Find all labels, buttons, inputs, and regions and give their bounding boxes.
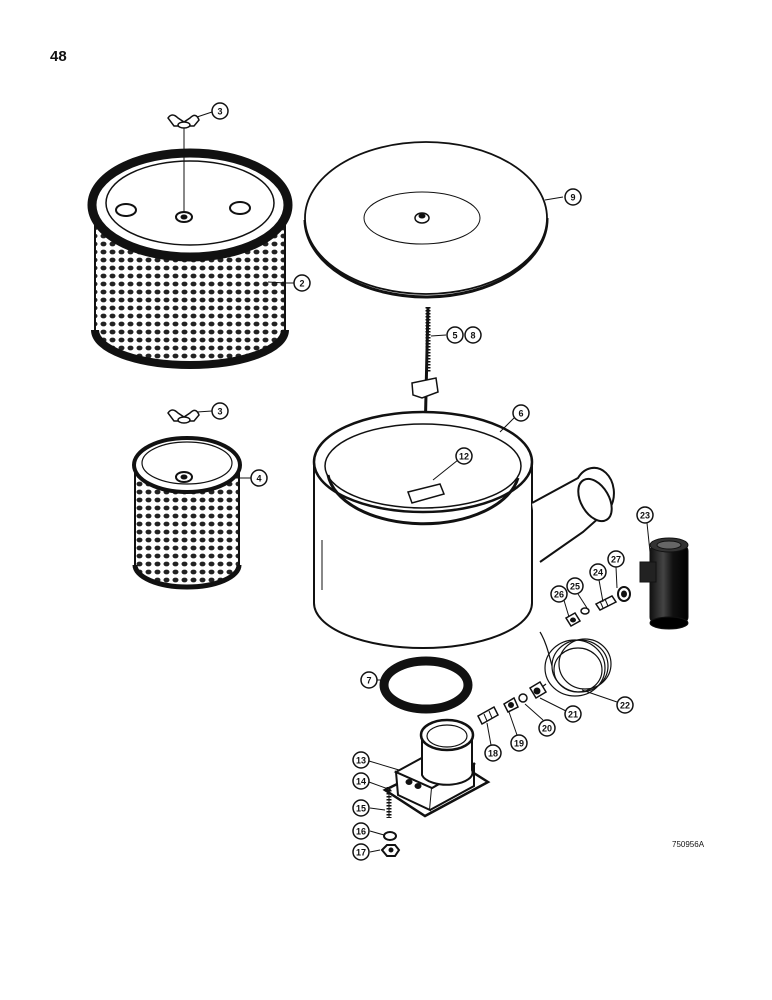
- callout-14: 14: [352, 772, 370, 790]
- callout-15-label: 15: [356, 804, 366, 814]
- callout-3-lower: 3: [211, 402, 229, 420]
- callout-5: 5: [446, 326, 464, 344]
- fitting-18: [477, 705, 499, 726]
- callout-19: 19: [510, 734, 528, 752]
- callout-20: 20: [538, 719, 556, 737]
- callout-25: 25: [566, 577, 584, 595]
- outer-filter-element: [87, 127, 293, 369]
- fitting-19: [503, 696, 519, 714]
- air-cleaner-body: [312, 410, 615, 649]
- wing-nut-lower: [167, 409, 200, 424]
- callout-20-label: 20: [542, 724, 552, 734]
- leader-lines: [196, 111, 651, 853]
- callout-2-label: 2: [299, 279, 304, 289]
- callout-8: 8: [464, 326, 482, 344]
- callout-13-label: 13: [356, 756, 366, 766]
- callout-19-label: 19: [514, 739, 524, 749]
- callout-5-label: 5: [452, 331, 457, 341]
- fitting-25: [580, 607, 590, 615]
- callout-7: 7: [360, 671, 378, 689]
- callout-13: 13: [352, 751, 370, 769]
- callout-17-label: 17: [356, 848, 366, 858]
- callout-3-upper-label: 3: [217, 107, 222, 117]
- fitting-20: [518, 693, 528, 703]
- callout-21-label: 21: [568, 710, 578, 720]
- callout-12: 12: [455, 447, 473, 465]
- callout-4-label: 4: [256, 474, 261, 484]
- callout-12-label: 12: [459, 452, 469, 462]
- callout-22-label: 22: [620, 701, 630, 711]
- callout-27-label: 27: [611, 555, 621, 565]
- callout-24: 24: [589, 563, 607, 581]
- page-number: 48: [50, 48, 67, 65]
- callout-15: 15: [352, 799, 370, 817]
- callout-3-upper: 3: [211, 102, 229, 120]
- air-cleaner-cover: [303, 141, 549, 299]
- callout-23-label: 23: [640, 511, 650, 521]
- lock-washer: [383, 831, 397, 841]
- hex-nut: [380, 844, 401, 857]
- vacuator-valve: [639, 537, 689, 630]
- callout-23: 23: [636, 506, 654, 524]
- adapter: [393, 718, 477, 812]
- fitting-21: [528, 680, 548, 700]
- callout-21: 21: [564, 705, 582, 723]
- callout-2: 2: [285, 274, 311, 292]
- callout-14-label: 14: [356, 777, 366, 787]
- callout-16: 16: [352, 822, 370, 840]
- callout-6: 6: [512, 404, 530, 422]
- callout-26-label: 26: [554, 590, 564, 600]
- callout-16-label: 16: [356, 827, 366, 837]
- callout-6-label: 6: [518, 409, 523, 419]
- fitting-26: [564, 611, 582, 628]
- callout-8-label: 8: [470, 331, 475, 341]
- fitting-27: [617, 586, 631, 602]
- inner-filter-element: [132, 436, 242, 590]
- callout-26: 26: [550, 585, 568, 603]
- figure-code: 750956A: [672, 840, 705, 849]
- callout-25-label: 25: [570, 582, 580, 592]
- wing-nut-upper: [167, 114, 200, 129]
- hose-coil: [537, 631, 612, 697]
- callout-18-label: 18: [488, 749, 498, 759]
- fitting-24: [594, 595, 618, 611]
- callout-24-label: 24: [593, 568, 603, 578]
- callout-9-label: 9: [570, 193, 575, 203]
- callout-18: 18: [484, 744, 502, 762]
- callout-4: 4: [250, 469, 268, 487]
- callout-7-label: 7: [366, 676, 371, 686]
- seal-ring: [379, 656, 473, 714]
- callout-27: 27: [607, 550, 625, 568]
- callout-3-lower-label: 3: [217, 407, 222, 417]
- callout-9: 9: [564, 188, 582, 206]
- callout-17: 17: [352, 843, 370, 861]
- callout-22: 22: [616, 696, 634, 714]
